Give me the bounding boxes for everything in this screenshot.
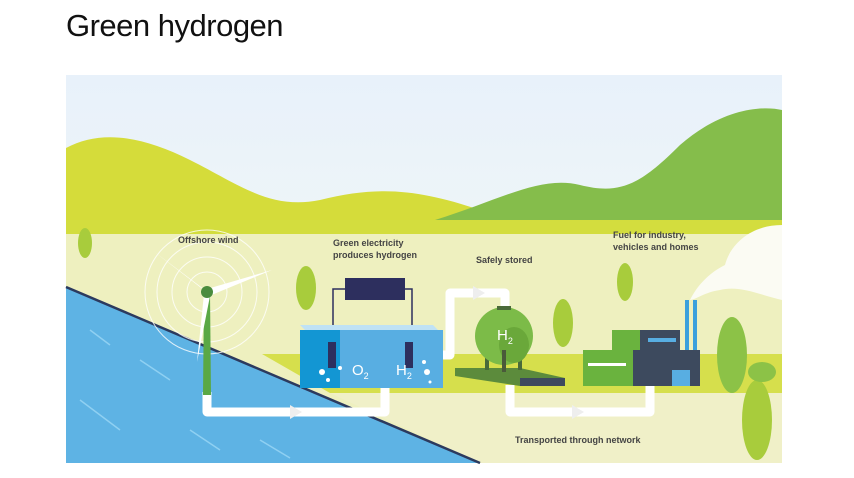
waves xyxy=(79,329,291,459)
factory xyxy=(583,300,700,386)
label-fuel-line1: Fuel for industry, xyxy=(613,230,686,240)
smoke-cloud xyxy=(690,225,782,300)
label-offshore-wind: Offshore wind xyxy=(178,235,239,245)
label-electricity-line2: produces hydrogen xyxy=(333,250,417,260)
horizon-band xyxy=(66,220,782,234)
ground-lower xyxy=(330,393,782,463)
page-title: Green hydrogen xyxy=(66,8,284,43)
label-transported: Transported through network xyxy=(515,435,641,445)
oxygen-symbol: O2 xyxy=(352,362,369,381)
hydrogen-symbol: H2 xyxy=(396,362,412,381)
arrow-icon xyxy=(473,286,485,300)
label-fuel-line2: vehicles and homes xyxy=(613,242,699,252)
electrolyser: O2 H2 xyxy=(300,278,443,388)
hill-yellow xyxy=(66,137,782,235)
sea-edge xyxy=(65,285,481,465)
tank-hydrogen-symbol: H2 xyxy=(497,327,513,346)
hill-green xyxy=(435,108,782,232)
trees xyxy=(78,228,776,460)
label-electricity-line1: Green electricity xyxy=(333,238,404,248)
arrow-icon xyxy=(572,405,584,419)
arrow-icon xyxy=(290,405,302,419)
wind-turbine xyxy=(144,229,272,395)
label-safely-stored: Safely stored xyxy=(476,255,533,265)
hydrogen-tank: H2 xyxy=(455,306,565,386)
